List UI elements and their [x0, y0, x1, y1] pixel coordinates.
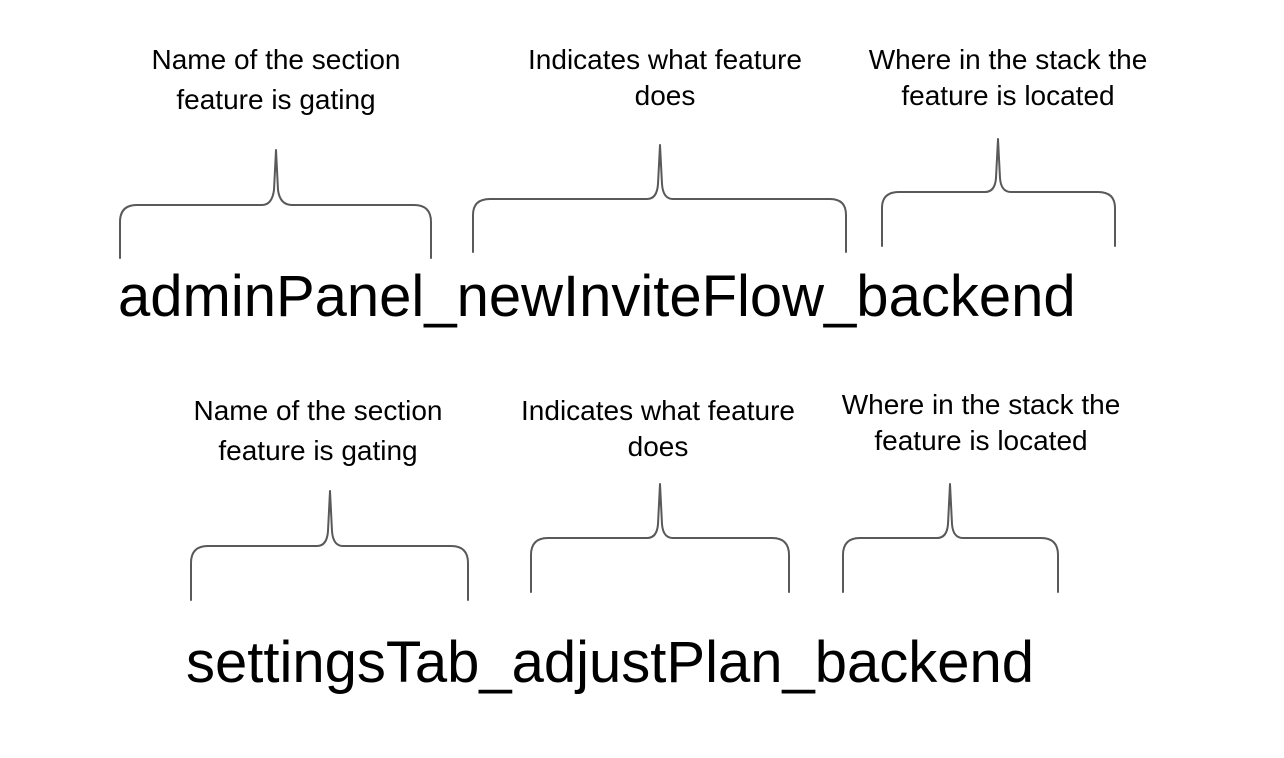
annotation-stack-2: Where in the stack the feature is locate… — [842, 387, 1121, 459]
annotation-line: Indicates what feature — [521, 395, 795, 426]
brace-feature-1 — [472, 144, 847, 253]
annotation-line: Where in the stack the — [841, 389, 1121, 420]
annotation-feature-1: Indicates what feature does — [528, 42, 802, 114]
annotation-line: does — [634, 79, 696, 111]
brace-section-2 — [190, 490, 469, 601]
flag-name-1: adminPanel_newInviteFlow_backend — [118, 264, 1076, 329]
annotation-line: feature is gating — [176, 83, 376, 115]
brace-stack-2 — [842, 483, 1059, 593]
annotation-line: does — [627, 430, 689, 462]
annotation-line: feature is located — [874, 424, 1088, 456]
annotation-line: Indicates what feature — [528, 44, 802, 75]
brace-section-1 — [119, 149, 432, 259]
annotation-section-2: Name of the section feature is gating — [193, 393, 442, 469]
annotation-line: feature is gating — [218, 434, 418, 466]
annotation-line: Name of the section — [193, 395, 443, 426]
annotation-feature-2: Indicates what feature does — [521, 393, 795, 465]
annotation-line: feature is located — [901, 79, 1115, 111]
annotation-line: Name of the section — [151, 44, 401, 75]
annotation-section-1: Name of the section feature is gating — [151, 42, 400, 118]
brace-feature-2 — [530, 483, 790, 593]
brace-stack-1 — [881, 138, 1116, 247]
annotation-line: Where in the stack the — [868, 44, 1148, 75]
flag-name-2: settingsTab_adjustPlan_backend — [186, 630, 1035, 695]
annotation-stack-1: Where in the stack the feature is locate… — [869, 42, 1148, 114]
